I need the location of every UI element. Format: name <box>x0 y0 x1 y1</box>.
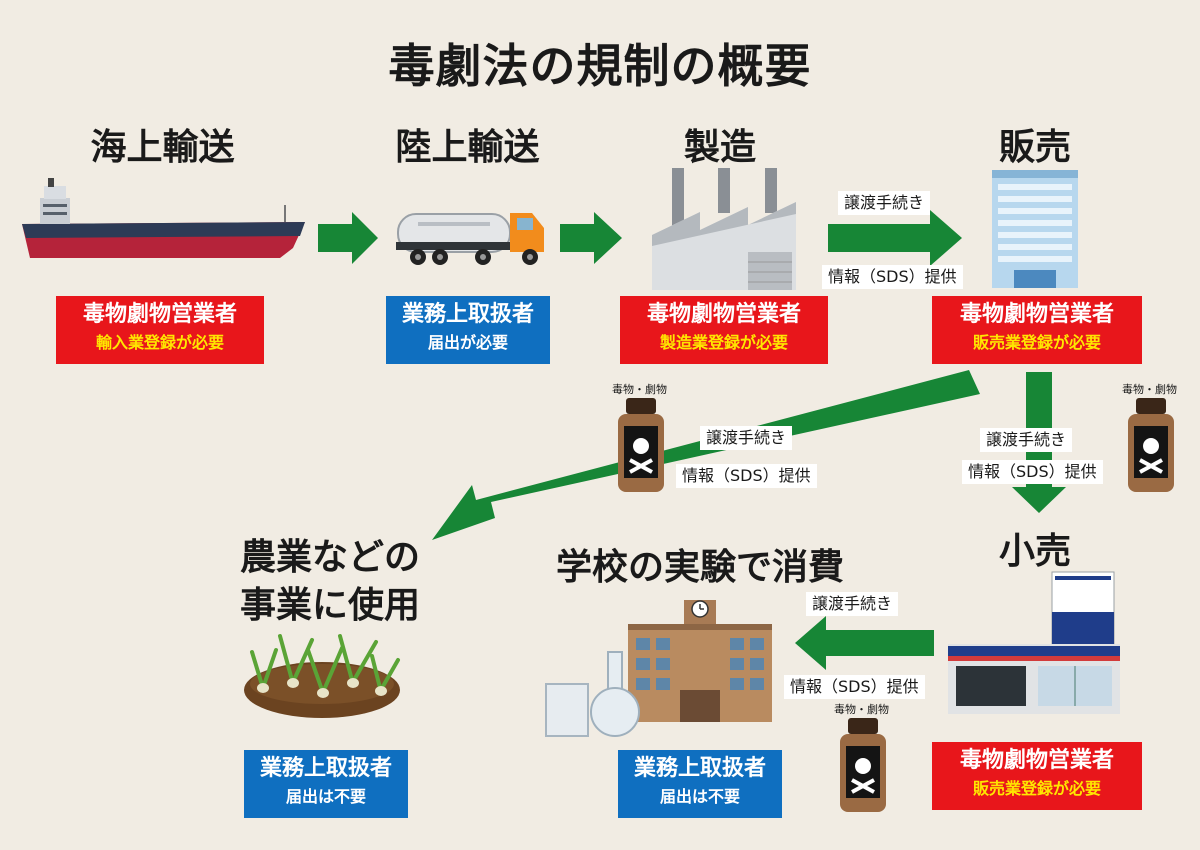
lab-glassware-icon <box>545 651 640 737</box>
bottle-label-left: 毒物・劇物 <box>612 383 667 396</box>
label-info-factory-sales: 情報（SDS）提供 <box>822 265 963 289</box>
badge-sales: 毒物劇物営業者 販売業登録が必要 <box>932 296 1142 364</box>
tanker-truck-icon <box>396 213 544 265</box>
label-transfer-agri: 譲渡手続き <box>700 426 793 450</box>
badge-agriculture-title: 業務上取扱者 <box>259 756 392 781</box>
stage-retail: 小売 <box>998 531 1071 572</box>
label-transfer-retail: 譲渡手続き <box>980 428 1073 452</box>
arrow-retail-to-school <box>795 616 934 670</box>
poison-bottle-icon-right <box>1128 398 1174 492</box>
office-building-icon <box>992 170 1078 288</box>
crop-field-icon <box>244 634 400 718</box>
arrow-sea-to-land <box>318 212 378 264</box>
badge-sea-note: 輸入業登録が必要 <box>95 333 224 352</box>
badge-sales-note: 販売業登録が必要 <box>972 333 1101 352</box>
poison-bottle-icon-bottom <box>840 718 886 812</box>
page-title: 毒劇法の規制の概要 <box>388 39 812 93</box>
label-info-retail: 情報（SDS）提供 <box>962 460 1103 484</box>
stage-manufacture: 製造 <box>683 127 756 168</box>
badge-retail-note: 販売業登録が必要 <box>972 779 1101 798</box>
badge-retail: 毒物劇物営業者 販売業登録が必要 <box>932 742 1142 810</box>
badge-school-note: 届出は不要 <box>659 787 740 806</box>
badge-manufacture-title: 毒物劇物営業者 <box>646 302 801 327</box>
convenience-store-icon <box>948 571 1120 714</box>
poison-bottle-icon-left <box>618 398 664 492</box>
stage-sales: 販売 <box>998 127 1071 168</box>
badge-retail-title: 毒物劇物営業者 <box>959 748 1114 773</box>
stage-land-transport: 陸上輸送 <box>395 127 540 168</box>
badge-sea: 毒物劇物営業者 輸入業登録が必要 <box>56 296 264 364</box>
stage-sea-transport: 海上輸送 <box>90 127 235 168</box>
label-transfer-factory-sales: 譲渡手続き <box>838 191 931 215</box>
stage-agriculture-line1: 農業などの <box>239 537 420 578</box>
school-icon <box>628 600 772 722</box>
stage-agriculture: 農業などの 事業に使用 <box>200 534 460 630</box>
bottle-label-bottom: 毒物・劇物 <box>834 703 889 716</box>
label-info-agri: 情報（SDS）提供 <box>676 464 817 488</box>
arrow-land-to-factory <box>560 212 622 264</box>
arrow-factory-to-sales <box>828 210 962 266</box>
badge-land-note: 届出が必要 <box>427 333 508 352</box>
stage-school: 学校の実験で消費 <box>555 547 844 588</box>
cargo-ship-icon <box>22 178 305 258</box>
factory-icon <box>652 168 796 290</box>
badge-agriculture: 業務上取扱者 届出は不要 <box>244 750 408 818</box>
badge-land-title: 業務上取扱者 <box>401 302 534 327</box>
badge-school: 業務上取扱者 届出は不要 <box>618 750 782 818</box>
badge-manufacture-note: 製造業登録が必要 <box>659 333 788 352</box>
badge-sales-title: 毒物劇物営業者 <box>959 302 1114 327</box>
badge-land: 業務上取扱者 届出が必要 <box>386 296 550 364</box>
badge-school-title: 業務上取扱者 <box>633 756 766 781</box>
arrow-sales-to-agriculture <box>432 370 980 540</box>
badge-agriculture-note: 届出は不要 <box>285 787 366 806</box>
badge-sea-title: 毒物劇物営業者 <box>82 302 237 327</box>
badge-manufacture: 毒物劇物営業者 製造業登録が必要 <box>620 296 828 364</box>
bottle-label-right: 毒物・劇物 <box>1122 383 1177 396</box>
label-info-school: 情報（SDS）提供 <box>784 675 925 699</box>
label-transfer-school: 譲渡手続き <box>806 592 899 616</box>
stage-agriculture-line2: 事業に使用 <box>239 585 420 626</box>
